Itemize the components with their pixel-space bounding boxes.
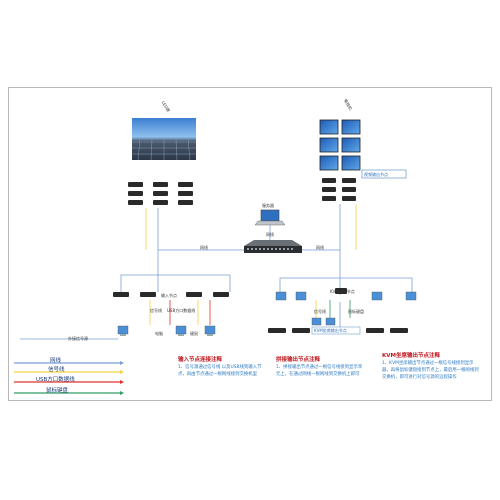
network-cables: [20, 204, 413, 340]
led-output-nodes: [128, 182, 193, 205]
server-laptop: [254, 209, 286, 226]
kvm-mouse-label: 鼠标键盘: [348, 309, 364, 314]
usb-label: USB方口数据线: [167, 308, 196, 313]
note-input-title: 输入节点连接注释: [178, 357, 223, 363]
output-node-label-box: [361, 169, 407, 179]
left-link-label: 网线: [200, 245, 208, 250]
network-switch: [244, 240, 302, 253]
led-wall: [132, 118, 196, 161]
legend-kvm: 鼠标键盘: [46, 388, 69, 394]
note-splice-body: 1、拼接输出节点通过一根信号线接到显示单元上，在通过网线一根网线到交换机上即可: [276, 365, 363, 377]
note-input-body: 1、信号源通过信号线 以及USB线到输入节点，再由节点通过一根网线接到交换机里: [178, 365, 262, 377]
legend-usb: USB方口数据线: [36, 377, 75, 383]
kvm-computers: [275, 288, 417, 326]
kvm-node-row-label: KVM坐席输出节点: [314, 328, 347, 333]
input-computers: [117, 325, 216, 336]
server-link-label: 网线: [266, 232, 274, 237]
note-kvm-title: KVM坐席输出节点注释: [382, 353, 440, 359]
kvm-node-label-box: [311, 326, 361, 335]
output-node-label: 视频输出节点: [364, 172, 388, 177]
legend-network: 网线: [50, 358, 62, 364]
server-label: 服务器: [262, 203, 274, 208]
input-nodes: [113, 292, 229, 297]
kvm-signal-label: 信号线: [314, 309, 326, 314]
diagram-frame: [8, 87, 492, 401]
right-link-label: 网线: [316, 245, 324, 250]
tv-output-nodes: [322, 178, 356, 201]
legend-lines: [14, 362, 120, 394]
note-kvm-body: 1、KVM坐席输出节点通过一根信号线接到显示器，再将鼠标键盘接到节点上，最后用一…: [382, 361, 479, 380]
legend-arrows: [120, 361, 124, 395]
note-splice-title: 拼接输出节点注释: [276, 357, 321, 363]
signal-cables: [145, 204, 357, 325]
signal-label: 信号线: [150, 308, 162, 313]
tv-wall: [319, 119, 361, 171]
kvm-pc-label: 键鼠: [190, 331, 198, 336]
legend-signal: 信号线: [48, 367, 65, 373]
external-source-label: 外接信号源: [68, 336, 88, 341]
kvm-control-label: KVM控制节点: [330, 289, 355, 294]
kvm-cables: [329, 300, 351, 318]
kvm-output-nodes: [268, 328, 408, 333]
usb-cables: [169, 300, 211, 325]
input-node-label: 输入节点: [161, 293, 177, 298]
pc-label: 电脑: [155, 331, 163, 336]
